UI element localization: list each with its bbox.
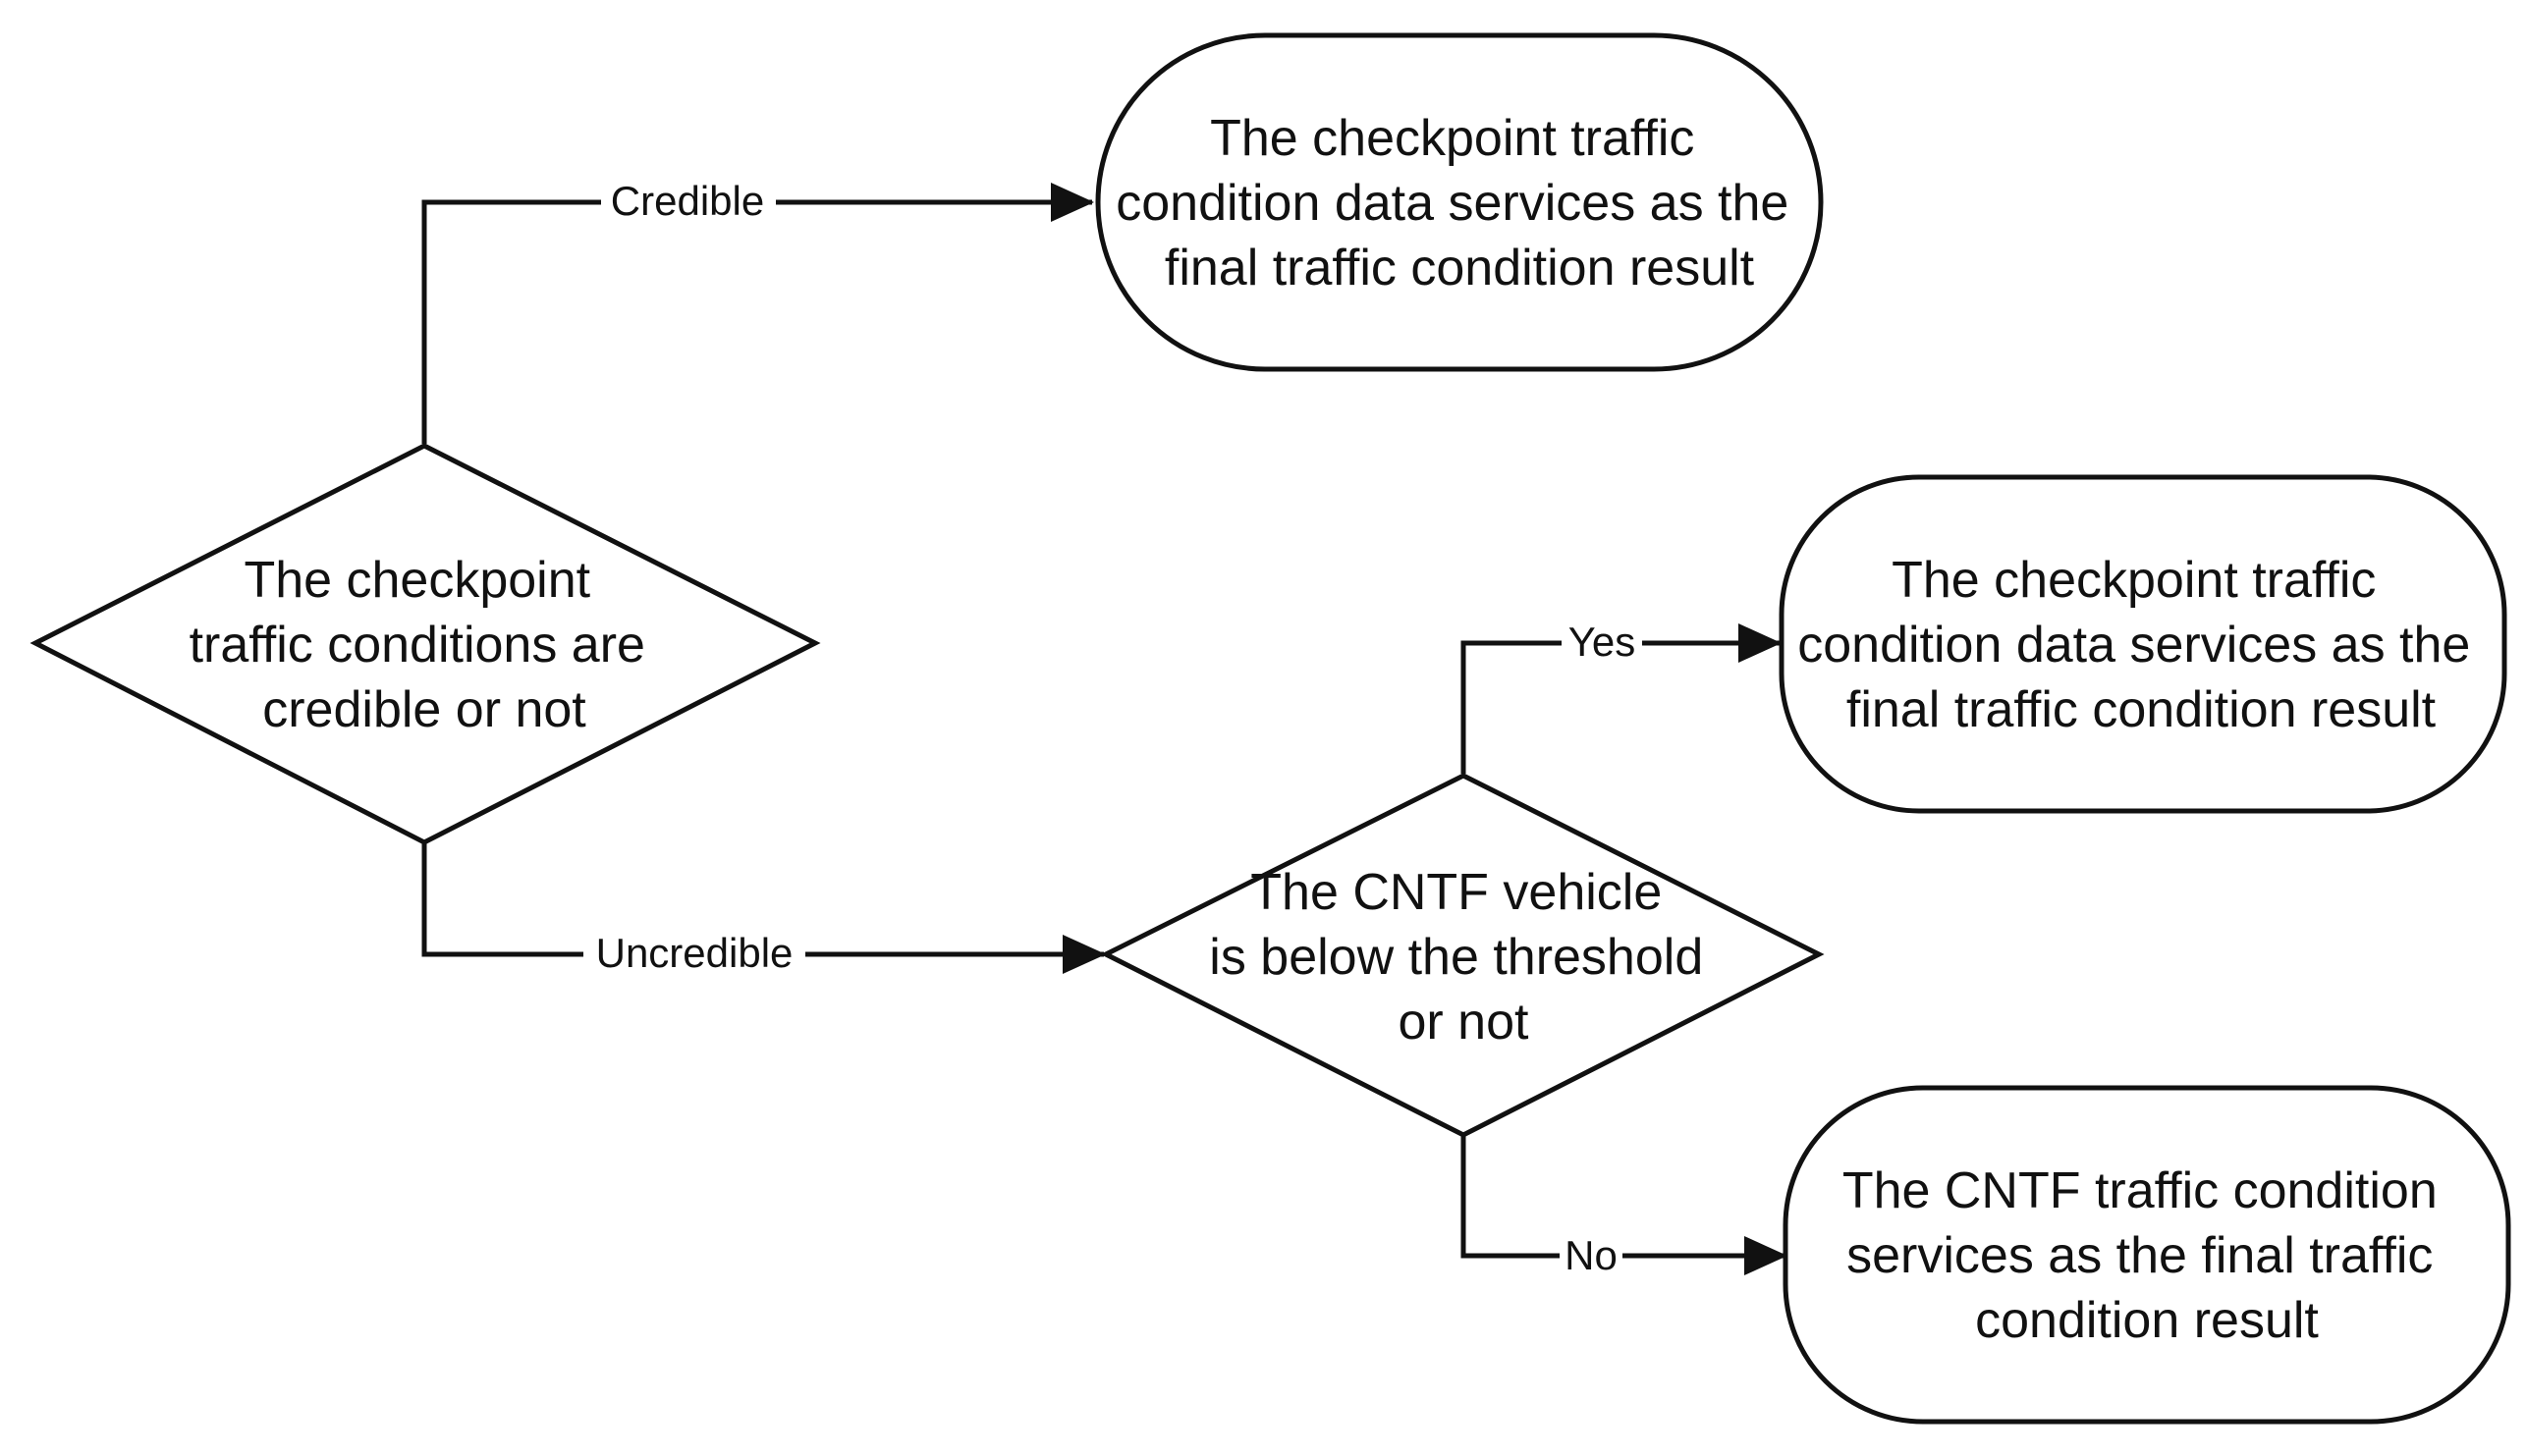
decision-cntf-line-1: The CNTF vehicle (1250, 864, 1662, 921)
result-checkpoint-top-node: The checkpoint traffic condition data se… (1095, 32, 1824, 372)
decision-cntf-line-2: is below the threshold (1209, 929, 1703, 986)
result-checkpoint-top-line-2: condition data services as the (1116, 175, 1788, 232)
result-cntf-node: The CNTF traffic condition services as t… (1783, 1085, 2511, 1425)
edge-label-no: No (1565, 1232, 1618, 1278)
edge-credible: Credible (421, 175, 1094, 444)
edge-no: No (1460, 1135, 1787, 1278)
result-checkpoint-top-line-3: final traffic condition result (1165, 240, 1755, 297)
svg-text:The checkpoint traffic c: The checkpoint traffic condition data se… (1116, 110, 1803, 297)
decision-cntf-node: The CNTF vehicle is below the threshold … (1100, 773, 1825, 1138)
result-checkpoint-mid-line-2: condition data services as the (1797, 617, 2470, 674)
result-cntf-line-2: services as the final traffic (1846, 1227, 2433, 1284)
result-checkpoint-mid-line-3: final traffic condition result (1846, 681, 2437, 738)
decision-credible-line-3: credible or not (262, 681, 586, 738)
svg-text:The CNTF traffic condition: The CNTF traffic condition services as t… (1842, 1162, 2451, 1349)
svg-text:The checkpoint traffic c: The checkpoint traffic conditions are cr… (190, 552, 660, 738)
svg-text:The CNTF vehicle is belo: The CNTF vehicle is below the threshold … (1209, 864, 1717, 1051)
result-checkpoint-mid-node: The checkpoint traffic condition data se… (1779, 474, 2507, 814)
svg-text:The checkpoint traffic c: The checkpoint traffic condition data se… (1797, 552, 2485, 738)
result-cntf-line-1: The CNTF traffic condition (1842, 1162, 2438, 1219)
result-cntf-line-3: condition result (1975, 1292, 2319, 1349)
result-checkpoint-top-line-1: The checkpoint traffic (1210, 110, 1694, 167)
result-checkpoint-mid-line-1: The checkpoint traffic (1892, 552, 2376, 609)
decision-credible-line-1: The checkpoint (244, 552, 590, 609)
edge-label-credible: Credible (611, 178, 764, 224)
edge-uncredible: Uncredible (421, 842, 1106, 978)
edge-yes: Yes (1460, 617, 1782, 774)
decision-credible-node: The checkpoint traffic conditions are cr… (29, 443, 821, 845)
edge-label-uncredible: Uncredible (596, 930, 794, 976)
edge-label-yes: Yes (1568, 619, 1636, 665)
decision-cntf-line-3: or not (1399, 994, 1530, 1051)
decision-credible-line-2: traffic conditions are (190, 617, 645, 674)
